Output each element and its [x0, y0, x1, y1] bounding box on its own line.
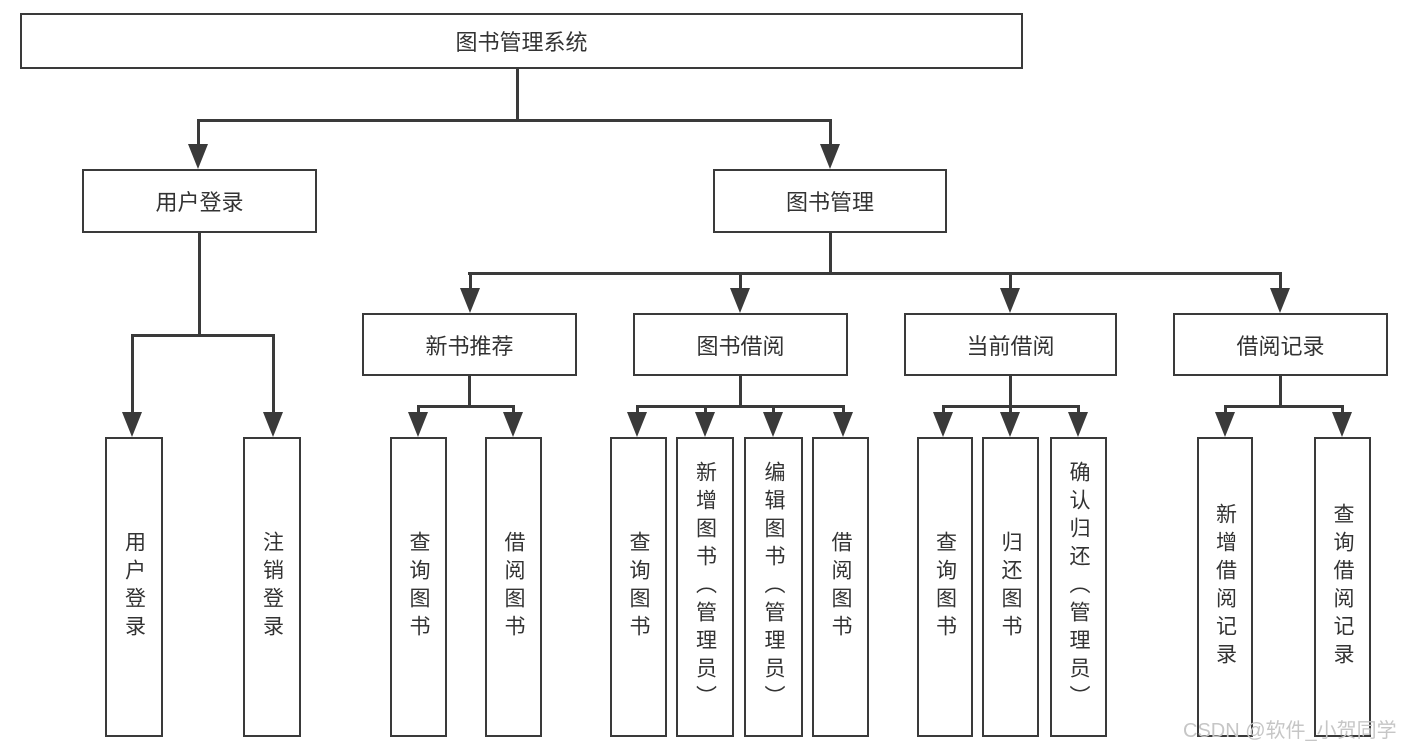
arrowhead-down-icon — [627, 412, 647, 437]
connector-line — [197, 119, 200, 149]
connector-line — [942, 405, 945, 417]
node-label: 新增图书（管理员） — [693, 461, 717, 713]
node-label: 查询图书 — [933, 531, 957, 643]
connector-line — [829, 233, 832, 275]
leaf-current-confirm-return-admin: 确认归还（管理员） — [1050, 437, 1107, 737]
leaf-user-login: 用户登录 — [105, 437, 163, 737]
connector-line — [197, 119, 832, 122]
node-label: 编辑图书（管理员） — [762, 461, 785, 713]
leaf-records-add-record: 新增借阅记录 — [1197, 437, 1253, 737]
node-label: 查询图书 — [627, 531, 650, 643]
node-user-login: 用户登录 — [82, 169, 317, 233]
connector-line — [636, 405, 845, 408]
leaf-current-return-books: 归还图书 — [982, 437, 1039, 737]
node-library-management-system: 图书管理系统 — [20, 13, 1023, 69]
arrowhead-down-icon — [460, 288, 480, 313]
node-label: 借阅图书 — [829, 531, 852, 643]
connector-line — [1279, 272, 1282, 292]
arrowhead-down-icon — [820, 144, 840, 169]
connector-line — [1009, 376, 1012, 408]
node-label: 图书管理 — [785, 190, 874, 215]
node-book-borrowing: 图书借阅 — [633, 313, 848, 376]
leaf-logout: 注销登录 — [243, 437, 301, 737]
leaf-borrowing-edit-books-admin: 编辑图书（管理员） — [744, 437, 803, 737]
connector-line — [842, 405, 845, 417]
connector-line — [131, 334, 275, 337]
connector-line — [1279, 376, 1282, 408]
connector-line — [469, 272, 472, 292]
arrowhead-down-icon — [763, 412, 783, 437]
arrowhead-down-icon — [188, 144, 208, 169]
node-new-book-recommendation: 新书推荐 — [362, 313, 577, 376]
node-label: 新增借阅记录 — [1213, 503, 1237, 671]
connector-line — [772, 405, 775, 417]
node-label: 图书管理系统 — [455, 30, 588, 55]
node-label: 新书推荐 — [425, 333, 514, 359]
node-borrowing-records: 借阅记录 — [1173, 313, 1388, 376]
connector-line — [829, 119, 832, 149]
leaf-borrowing-query-books: 查询图书 — [610, 437, 667, 737]
connector-line — [516, 69, 519, 122]
connector-line — [131, 334, 134, 414]
leaf-borrowing-add-books-admin: 新增图书（管理员） — [676, 437, 734, 737]
arrowhead-down-icon — [1000, 288, 1020, 313]
node-label: 借阅记录 — [1236, 333, 1325, 359]
connector-line — [739, 272, 742, 292]
node-book-management: 图书管理 — [713, 169, 947, 233]
leaf-borrowing-borrow-books: 借阅图书 — [812, 437, 869, 737]
leaf-recommend-borrow-books: 借阅图书 — [485, 437, 542, 737]
connector-line — [1341, 405, 1344, 417]
arrowhead-down-icon — [1215, 412, 1235, 437]
arrowhead-down-icon — [122, 412, 142, 437]
connector-line — [1224, 405, 1344, 408]
arrowhead-down-icon — [1332, 412, 1352, 437]
connector-line — [468, 376, 471, 408]
arrowhead-down-icon — [695, 412, 715, 437]
connector-line — [1224, 405, 1227, 417]
leaf-recommend-query-books: 查询图书 — [390, 437, 447, 737]
connector-line — [1009, 272, 1012, 292]
node-label: 确认归还（管理员） — [1067, 461, 1090, 713]
connector-line — [636, 405, 639, 417]
connector-line — [1077, 405, 1080, 417]
node-label: 用户登录 — [122, 531, 146, 643]
node-label: 用户登录 — [155, 190, 244, 215]
arrowhead-down-icon — [933, 412, 953, 437]
leaf-current-query-books: 查询图书 — [917, 437, 973, 737]
node-label: 归还图书 — [999, 531, 1022, 643]
connector-line — [272, 334, 275, 414]
connector-line — [1009, 405, 1012, 417]
node-label: 借阅图书 — [502, 531, 525, 643]
connector-line — [739, 376, 742, 408]
connector-line — [704, 405, 707, 417]
connector-line — [417, 405, 515, 408]
arrowhead-down-icon — [1000, 412, 1020, 437]
node-label: 查询借阅记录 — [1331, 503, 1354, 671]
arrowhead-down-icon — [408, 412, 428, 437]
csdn-watermark: CSDN @软件_小贺同学 — [1183, 720, 1397, 742]
connector-line — [512, 405, 515, 417]
leaf-records-query-record: 查询借阅记录 — [1314, 437, 1371, 737]
connector-line — [198, 233, 201, 337]
node-label: 图书借阅 — [696, 333, 785, 359]
arrowhead-down-icon — [263, 412, 283, 437]
node-current-borrowing: 当前借阅 — [904, 313, 1117, 376]
arrowhead-down-icon — [1068, 412, 1088, 437]
arrowhead-down-icon — [833, 412, 853, 437]
connector-line — [417, 405, 420, 417]
node-label: 查询图书 — [407, 531, 430, 643]
arrowhead-down-icon — [730, 288, 750, 313]
arrowhead-down-icon — [1270, 288, 1290, 313]
connector-line — [468, 272, 1282, 275]
node-label: 注销登录 — [260, 531, 284, 643]
arrowhead-down-icon — [503, 412, 523, 437]
node-label: 当前借阅 — [966, 333, 1055, 359]
